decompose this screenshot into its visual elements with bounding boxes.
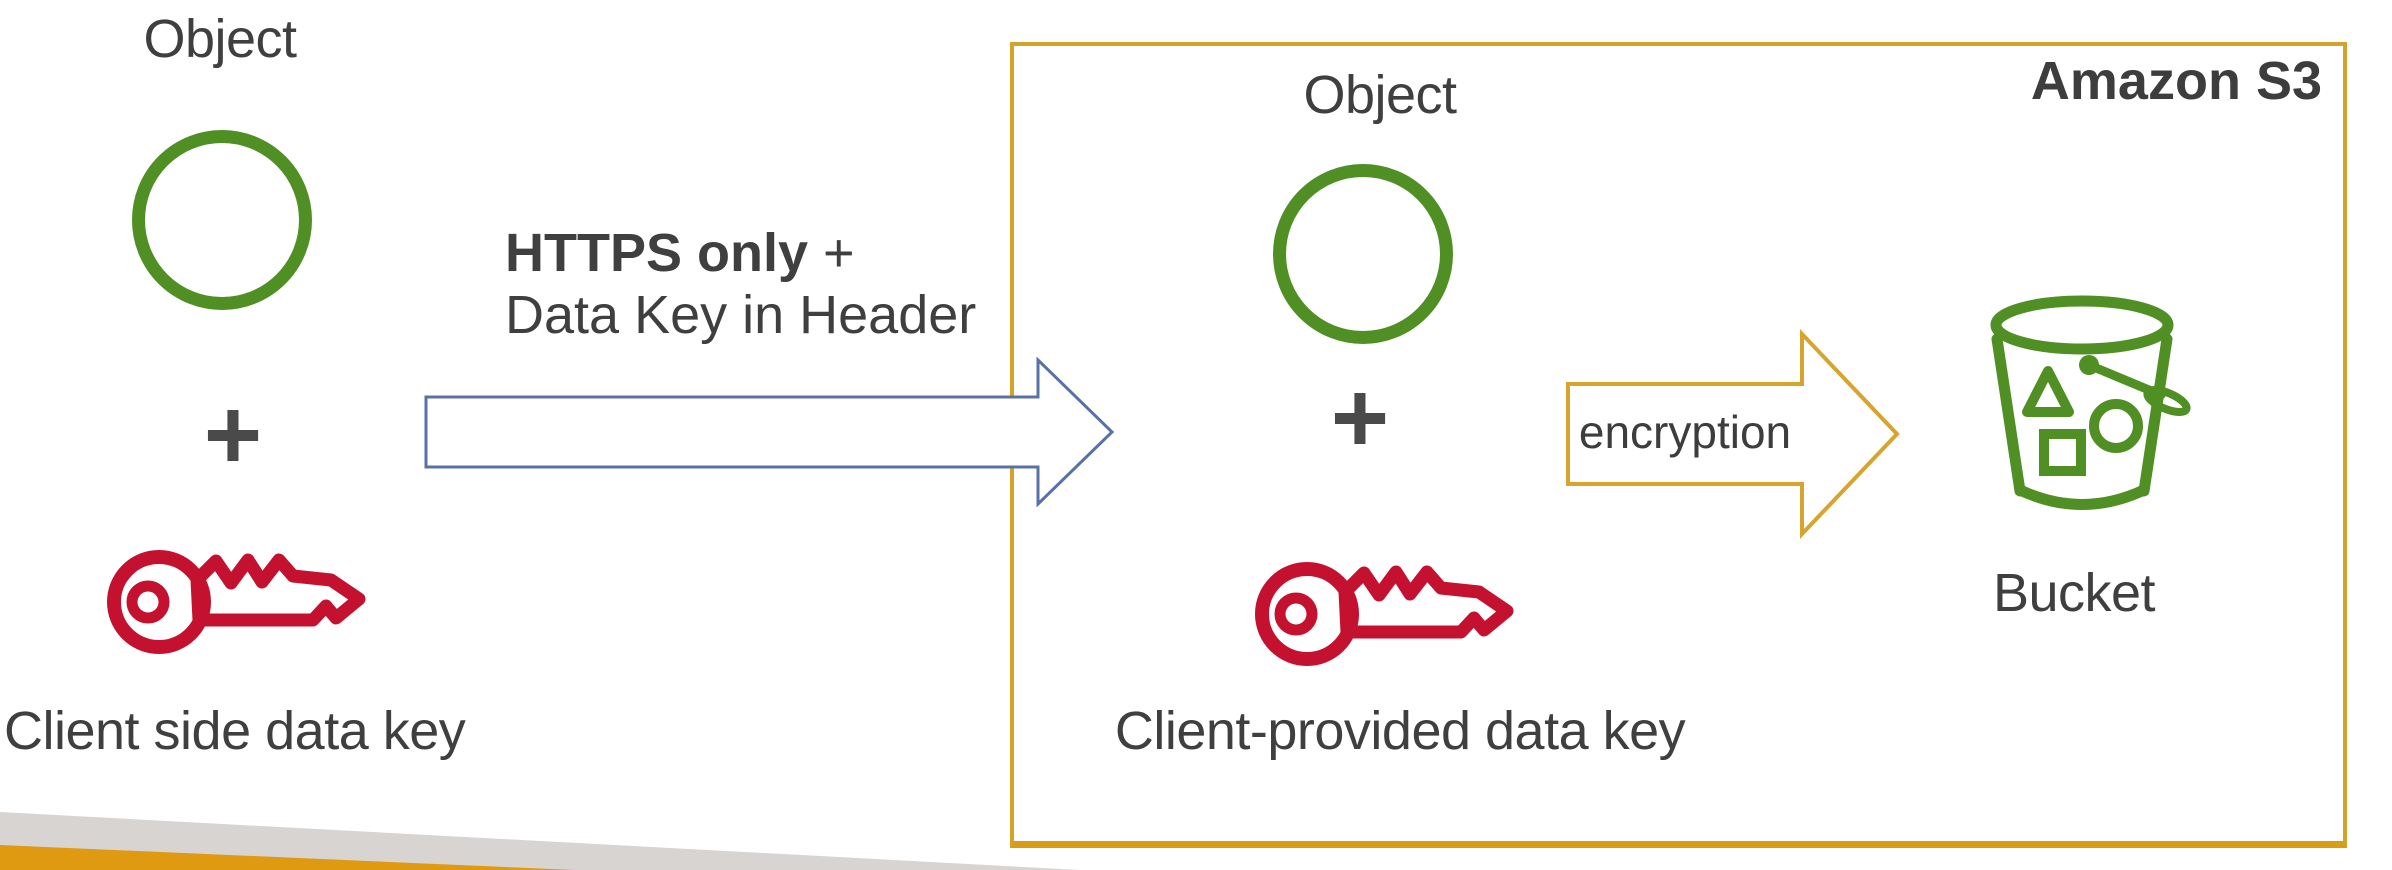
bucket-label: Bucket — [1992, 563, 2156, 623]
left-object-label: Object — [143, 9, 297, 69]
https-note-suffix: + — [808, 223, 855, 283]
https-note-line2: Data Key in Header — [505, 285, 977, 345]
amazon-s3-title: Amazon S3 — [2030, 51, 2322, 111]
encryption-label: encryption — [1578, 406, 1792, 458]
object-circle-icon — [132, 130, 312, 310]
https-note-bold: HTTPS only — [505, 223, 809, 283]
box-plus-sign: + — [1330, 362, 1390, 474]
data-key-icon — [107, 550, 366, 654]
https-note-line1: HTTPS only + — [505, 222, 976, 284]
encryption-arrow-icon — [1566, 328, 1900, 540]
box-key-caption: Client-provided data key — [1114, 701, 1686, 761]
box-data-key-icon — [1255, 562, 1514, 666]
box-object-label: Object — [1303, 65, 1457, 125]
transfer-arrow-icon — [424, 357, 1115, 507]
left-key-caption: Client side data key — [4, 701, 466, 761]
bucket-icon — [1990, 295, 2191, 510]
footer-stripes-decoration — [0, 812, 1080, 870]
https-note: HTTPS only + Data Key in Header — [505, 222, 976, 346]
left-plus-sign: + — [203, 379, 263, 491]
box-object-circle-icon — [1273, 164, 1453, 344]
